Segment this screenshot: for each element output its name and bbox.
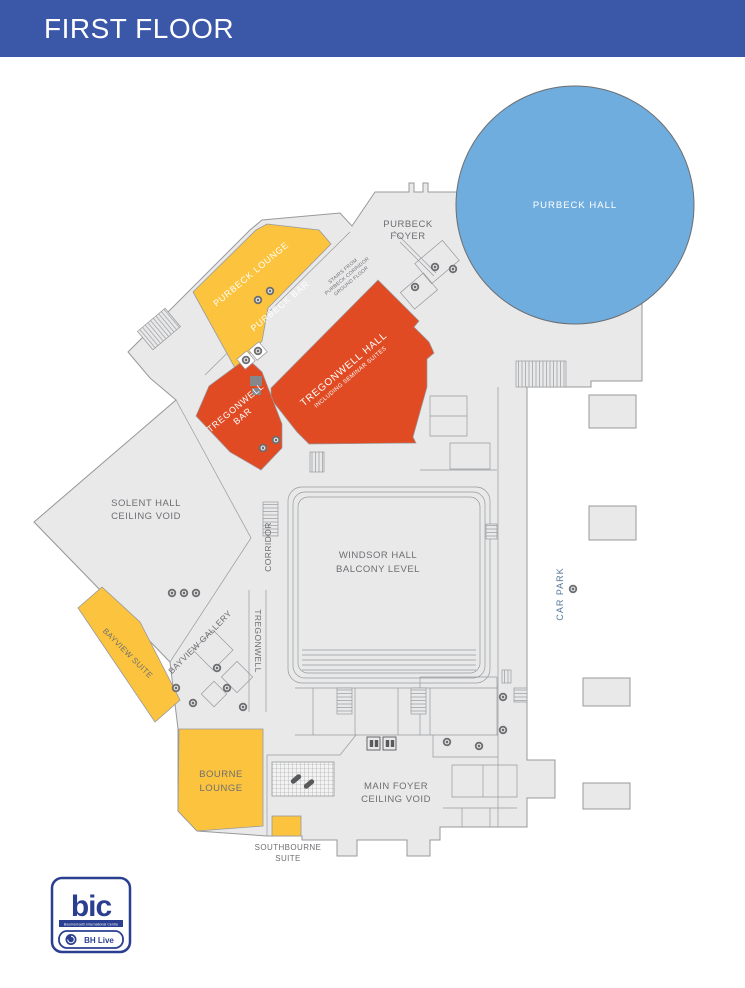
stairs-icon [309,451,325,473]
label-purbeck-foyer: FOYER [390,231,425,242]
lift-icon [448,264,458,274]
bhlive-swirl-icon [65,934,77,945]
label-bourne-lounge: BOURNE [199,769,243,780]
lift-icon [191,588,201,598]
lift-icon [410,282,420,292]
stairs-icon [262,501,279,537]
label-bourne-lounge: LOUNGE [199,783,242,794]
elevator-doors [385,740,395,747]
bhlive-logo-text: BH Live [84,936,114,945]
lift-icon [430,262,440,272]
bhlive-swirl-arc [67,935,75,944]
lift-icon [238,702,248,712]
service-shaft [250,376,262,395]
bic-logo-bar [59,920,123,927]
balcony-outer-ring [287,486,491,684]
lift-icon [222,683,232,693]
escalator-icon [303,779,315,789]
label-southbourne-suite: SOUTHBOURNE [255,843,322,852]
label-tregonwell-corridor: TREGONWELL [253,609,263,673]
label-main-foyer: MAIN FOYER [364,781,428,792]
label-solent-hall: CEILING VOID [111,511,181,522]
bourne-lounge-room [177,728,264,832]
stairs-icon [137,307,181,351]
bayview-suite-room [77,586,181,723]
lift-icon [253,295,263,305]
southbourne-suite-room [271,815,302,837]
windsor-hall-balcony [287,486,491,684]
stairs-icon [410,687,427,715]
label-solent-hall: SOLENT HALL [111,498,181,509]
elevator-icon [382,736,397,751]
stairs-icon [485,523,498,540]
lift-icon [442,737,452,747]
lift-icon [179,588,189,598]
header-bar: FIRST FLOOR [0,0,745,57]
lift-icon [498,692,508,702]
balcony-seating-lines [302,649,476,671]
label-southbourne-suite: SUITE [275,854,301,863]
lift-icon [171,683,181,693]
stairs-icon [515,360,567,388]
bic-logo-subtitle: Bournemouth International Centre [64,922,118,926]
lift-icon [498,725,508,735]
tregonwell-hall-room [270,279,435,445]
bic-logo: bic Bournemouth International Centre BH … [50,876,132,954]
elevator-icon [366,736,381,751]
purbeck-hall-room [455,85,695,325]
lift-icon [271,435,281,445]
lift-icon [241,355,251,365]
bhlive-logo-frame [58,930,124,949]
lift-icon [167,588,177,598]
stairs-icon [501,669,512,684]
stairs-icon [513,687,528,703]
page-title: FIRST FLOOR [44,12,235,44]
label-corridor: CORRIDOR [263,522,273,571]
label-car-park: CAR PARK [555,567,565,620]
lift-icon [253,346,263,356]
balcony-mid-ring [292,491,486,679]
label-main-foyer: CEILING VOID [361,794,431,805]
escalator-landing [271,761,335,797]
lift-icon [188,698,198,708]
bic-logo-wordmark: bic [71,890,112,923]
label-windsor-hall: WINDSOR HALL [339,550,417,561]
room-outlines [192,239,518,798]
label-purbeck-foyer: PURBECK [383,219,433,230]
escalator-icon [290,774,302,784]
stairs-icon [336,687,353,715]
lift-icon [212,663,222,673]
elevator-doors [369,740,379,747]
solent-hall-outline [33,399,252,663]
lift-icon [568,584,578,594]
label-windsor-hall: BALCONY LEVEL [336,564,420,575]
label-purbeck-hall: PURBECK HALL [533,200,617,211]
lift-icon [258,443,268,453]
lift-icon [265,286,275,296]
car-park-pillars [582,394,637,810]
lift-icon [474,741,484,751]
balcony-inner-ring [297,496,481,674]
